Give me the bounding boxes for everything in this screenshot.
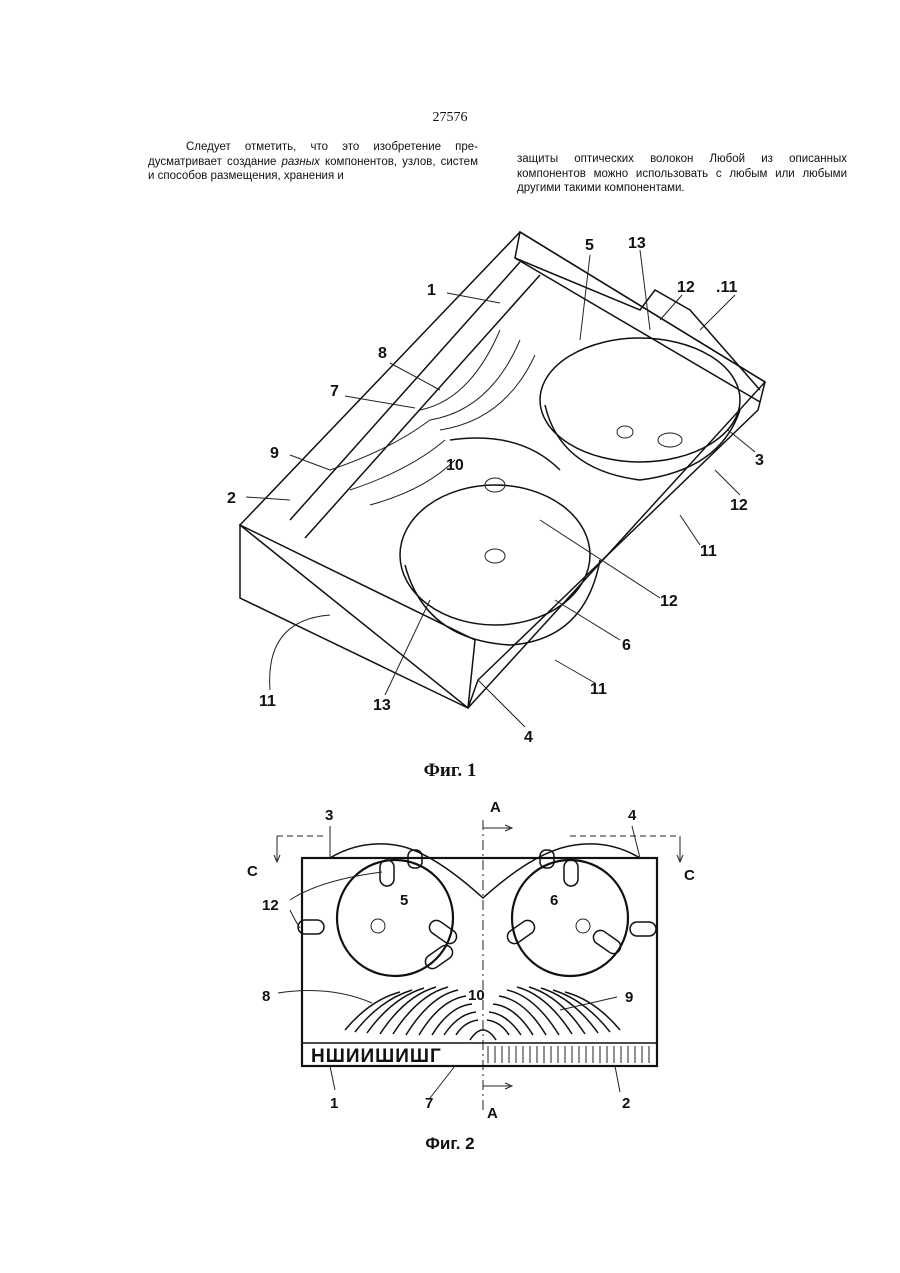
- fig1-label-12a: 12: [677, 279, 695, 296]
- fig2-tray-outline: [302, 858, 657, 1066]
- fig1-label-1: 1: [427, 282, 436, 299]
- fig2-label-1: 1: [330, 1095, 338, 1112]
- fig1-label-12c: 12: [660, 593, 678, 610]
- figure-2-caption: Фиг. 2: [0, 1134, 900, 1154]
- fig2-label-3: 3: [325, 807, 333, 824]
- fig1-body: [240, 232, 765, 708]
- fig2-rack-teeth-right: [488, 1046, 649, 1063]
- fig1-label-13a: 13: [628, 235, 646, 252]
- fig2-rack-stamp: НШИИШИШГ: [311, 1046, 442, 1067]
- fig2-label-9: 9: [625, 989, 633, 1006]
- fig1-label-9: 9: [270, 445, 279, 462]
- fig2-spool-6: [505, 860, 628, 976]
- fig2-label-c-left: C: [247, 863, 258, 880]
- fig2-label-12: 12: [262, 897, 279, 914]
- fig2-label-7: 7: [425, 1095, 433, 1112]
- fig1-label-13b: 13: [373, 697, 391, 714]
- fig2-label-8: 8: [262, 988, 270, 1005]
- fig2-label-a-top: A: [490, 799, 501, 816]
- fig1-label-12b: 12: [730, 497, 748, 514]
- fig1-label-10: 10: [446, 457, 464, 474]
- fig2-labels: 3 4 5 6 12 8 10 9 1 7 2 A A C C: [247, 799, 695, 1122]
- figure-2-drawing: НШИИШИШГ: [274, 820, 683, 1112]
- fig1-arc-guides: [330, 330, 535, 505]
- fig2-label-2: 2: [622, 1095, 630, 1112]
- figure-1-caption: Фиг. 1: [0, 760, 900, 782]
- fig1-leaders: [246, 250, 755, 727]
- fig1-label-7: 7: [330, 383, 339, 400]
- fig1-label-4: 4: [524, 729, 533, 746]
- fig1-label-2: 2: [227, 490, 236, 507]
- fig1-label-11d: 11: [259, 693, 276, 710]
- fig1-label-3: 3: [755, 452, 764, 469]
- fig1-label-6: 6: [622, 637, 631, 654]
- fig1-label-11b: 11: [700, 543, 717, 560]
- fig2-label-5: 5: [400, 892, 408, 909]
- fig2-label-c-right: C: [684, 867, 695, 884]
- fig2-label-a-bottom: A: [487, 1105, 498, 1122]
- fig1-comb: [290, 262, 540, 538]
- fig1-spool-6: [400, 478, 600, 645]
- fig1-spool-5: [540, 338, 740, 480]
- fig2-label-10: 10: [468, 987, 485, 1004]
- fig2-arc-fan-9: [487, 987, 620, 1035]
- fig2-arc-fan-8: [345, 987, 478, 1035]
- fig2-label-6: 6: [550, 892, 558, 909]
- fig2-spool-5: [337, 860, 459, 976]
- fig1-label-5: 5: [585, 237, 594, 254]
- fig1-label-11a: .11: [716, 279, 737, 296]
- fig1-labels: 1 2 3 4 5 6 7 8 9 10 .11 11 11 11 12 12 …: [227, 235, 764, 746]
- fig2-label-4: 4: [628, 807, 637, 824]
- fig1-label-8: 8: [378, 345, 387, 362]
- fig1-label-11c: 11: [590, 681, 607, 698]
